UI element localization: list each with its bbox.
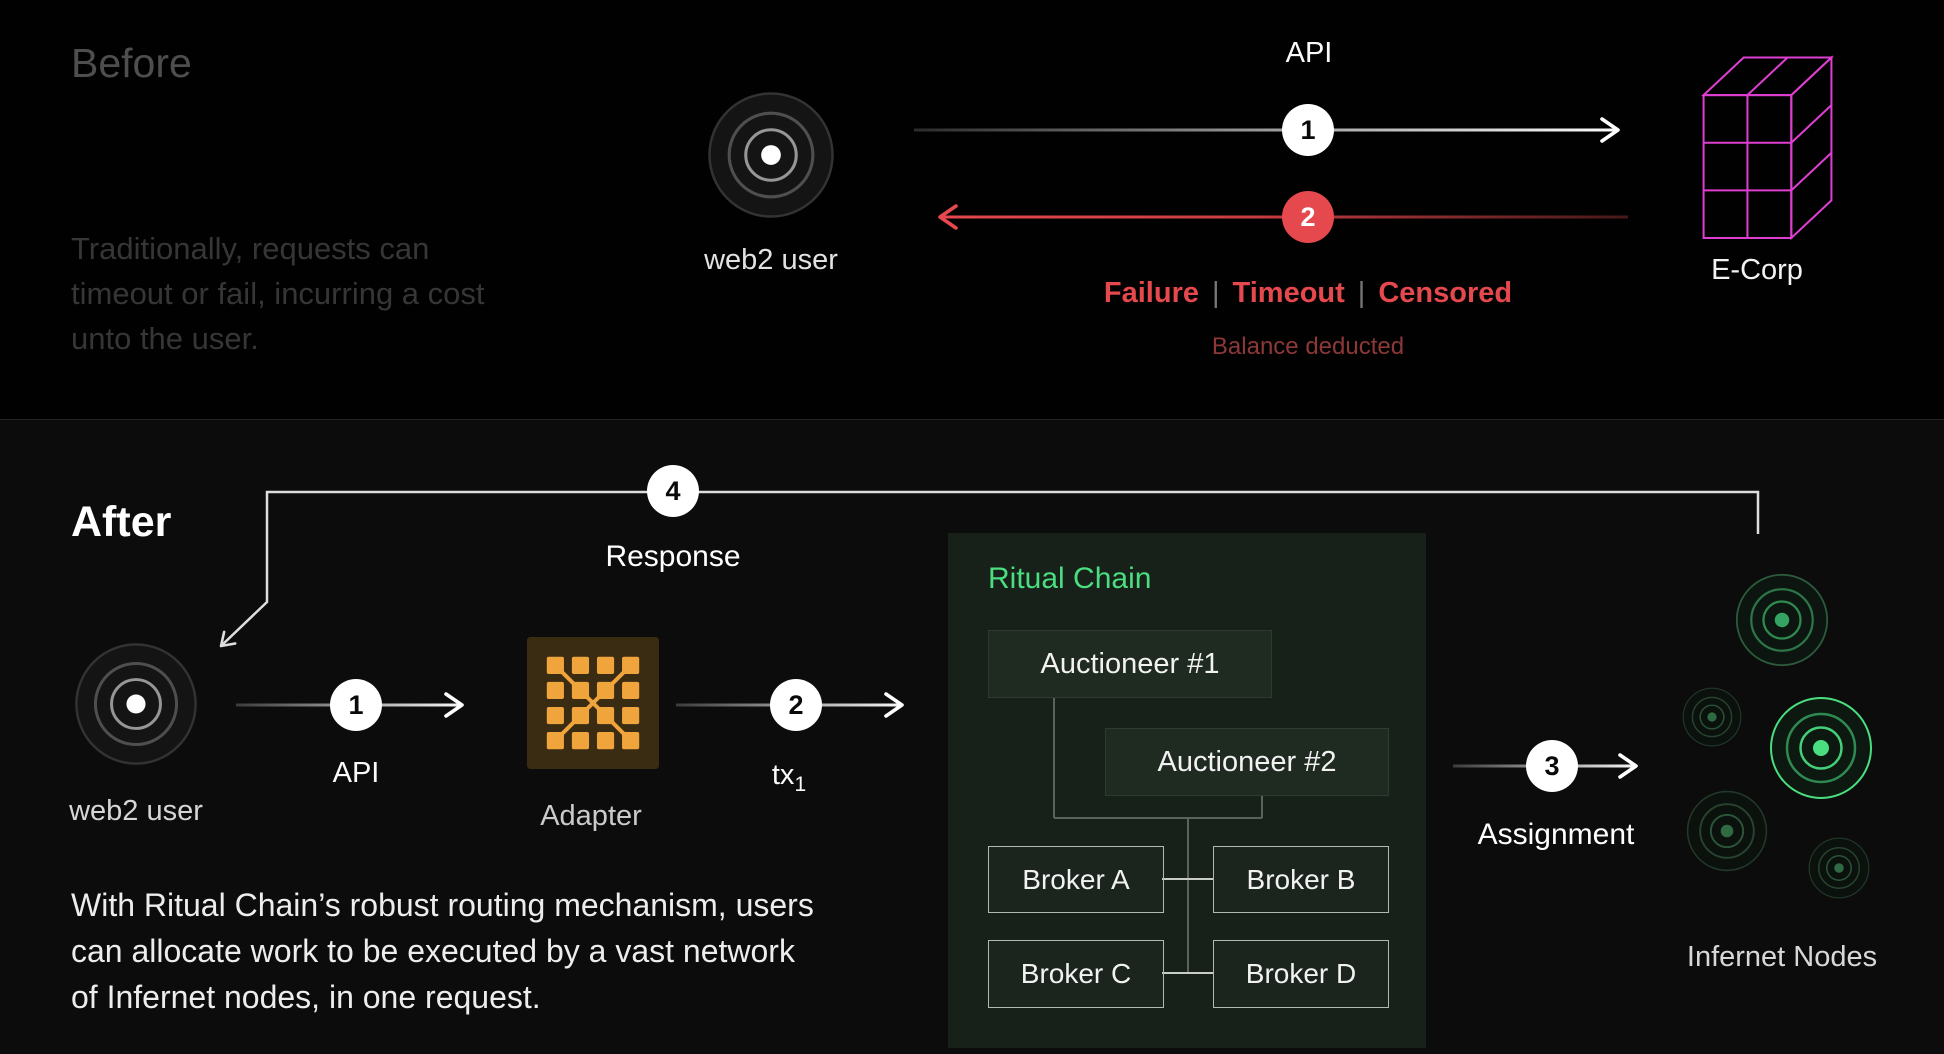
- before-description: Traditionally, requests can timeout or f…: [71, 231, 485, 356]
- adapter-icon: [527, 637, 659, 769]
- tx-text: tx: [771, 759, 795, 791]
- tx-subscript: 1: [794, 772, 807, 796]
- balance-deducted-note: Balance deducted: [1211, 333, 1405, 360]
- ecorp-label: E-Corp: [1711, 254, 1803, 286]
- step-badge-2: 2: [770, 679, 822, 731]
- censored-item: Censored: [1378, 277, 1513, 309]
- api-label: API: [1285, 37, 1333, 69]
- timeout-item: Timeout: [1232, 277, 1345, 309]
- after-description: With Ritual Chain’s robust routing mecha…: [71, 887, 814, 1015]
- step-badge-1: 1: [330, 679, 382, 731]
- infernet-nodes-label: Infernet Nodes: [1686, 941, 1878, 973]
- auctioneer-2-box: Auctioneer #2: [1105, 728, 1389, 796]
- ecorp-cube-icon: [1701, 55, 1834, 241]
- auctioneer-1-box: Auctioneer #1: [988, 630, 1272, 698]
- web2-user-label: web2 user: [704, 244, 838, 276]
- failure-status-text: Failure | Timeout | Censored: [1104, 277, 1512, 310]
- response-label: Response: [605, 540, 741, 573]
- before-section-background: [0, 0, 1944, 420]
- step-badge-3: 3: [1526, 740, 1578, 792]
- tx-label: tx1: [772, 759, 806, 797]
- api-label: API: [332, 757, 380, 789]
- adapter-label: Adapter: [540, 800, 642, 832]
- separator: |: [1357, 277, 1366, 309]
- infernet-node-icon: [1686, 790, 1768, 872]
- broker-b-box: Broker B: [1213, 846, 1389, 913]
- infernet-node-icon: [1682, 687, 1742, 747]
- step-badge-4: 4: [647, 465, 699, 517]
- failure-item: Failure: [1103, 277, 1199, 309]
- separator: |: [1211, 277, 1220, 309]
- before-section-title: Before: [71, 40, 192, 86]
- web2-user-icon: [74, 642, 198, 766]
- broker-c-box: Broker C: [988, 940, 1164, 1008]
- ritual-chain-title: Ritual Chain: [988, 562, 1152, 595]
- web2-user-label: web2 user: [69, 795, 203, 827]
- after-section-title: After: [71, 498, 172, 546]
- assignment-label: Assignment: [1477, 818, 1635, 851]
- infernet-node-icon: [1735, 573, 1829, 667]
- infernet-node-icon: [1808, 837, 1870, 899]
- infernet-node-icon: [1769, 696, 1873, 800]
- step-badge-2: 2: [1282, 191, 1334, 243]
- web2-user-icon: [707, 91, 835, 219]
- broker-a-box: Broker A: [988, 846, 1164, 913]
- step-badge-1: 1: [1282, 104, 1334, 156]
- broker-d-box: Broker D: [1213, 940, 1389, 1008]
